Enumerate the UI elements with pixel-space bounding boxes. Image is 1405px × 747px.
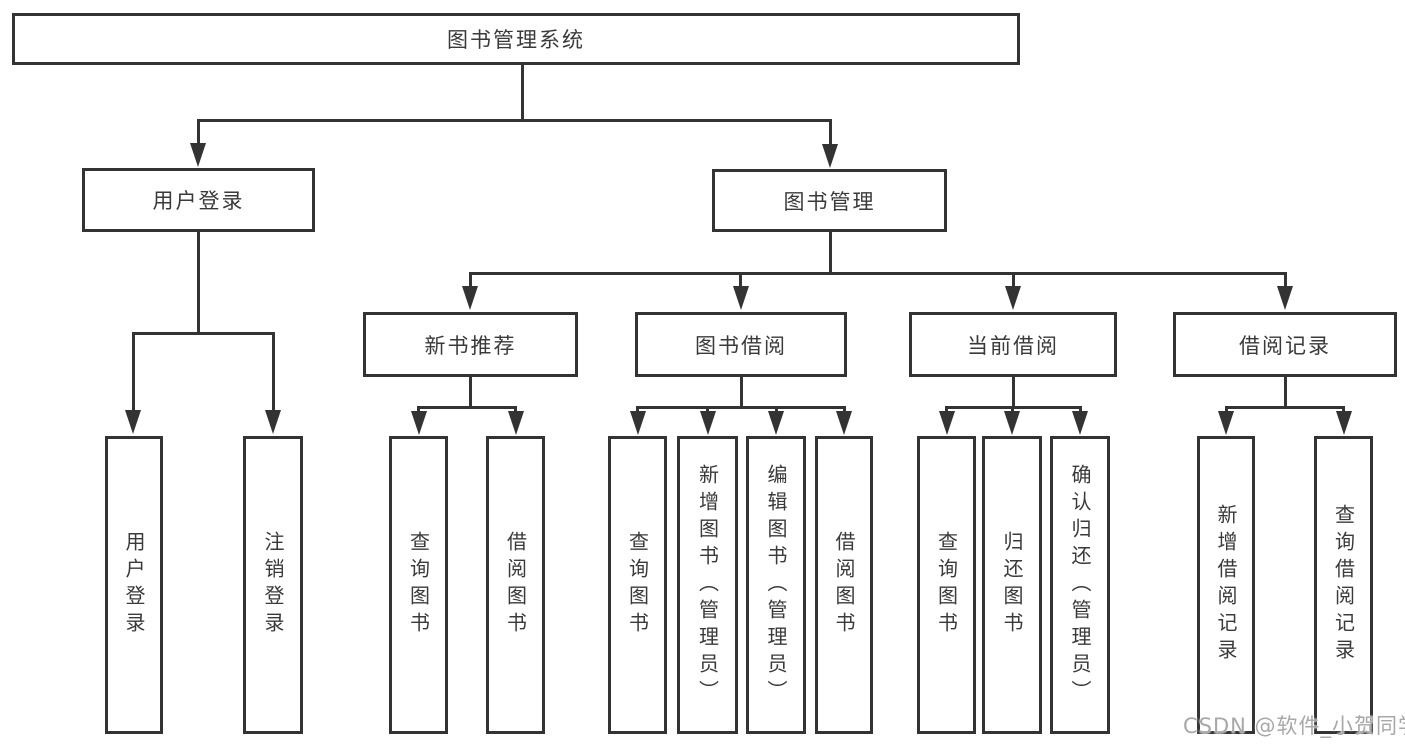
connector-line (196, 118, 832, 122)
connector-line (468, 273, 472, 289)
node-borrowing-records: 借阅记录 (1173, 312, 1397, 377)
connector-line (1011, 377, 1015, 408)
connector-line (945, 405, 1082, 409)
node-book-borrowing: 图书借阅 (635, 312, 847, 377)
arrowhead-down-icon (836, 411, 852, 435)
connector-line (739, 273, 742, 289)
node-root-library-system: 图书管理系统 (12, 13, 1020, 65)
connector-line (1011, 273, 1015, 289)
connector-line (196, 120, 200, 148)
leaf-query-books-borrow: 查询图书 (608, 436, 667, 734)
connector-line (739, 377, 743, 408)
leaf-edit-books-admin: 编辑图书（管理员） (746, 436, 806, 734)
connector-line (131, 333, 135, 413)
arrowhead-down-icon (1072, 411, 1088, 435)
arrowhead-down-icon (507, 411, 524, 435)
leaf-logout: 注销登录 (243, 436, 303, 734)
arrowhead-down-icon (125, 410, 141, 434)
arrowhead-down-icon (768, 411, 784, 435)
arrowhead-down-icon (1335, 411, 1352, 435)
leaf-query-books-recommend: 查询图书 (389, 436, 448, 734)
node-new-book-recommendation: 新书推荐 (363, 312, 578, 377)
node-current-borrowing: 当前借阅 (909, 312, 1117, 377)
node-user-login: 用户登录 (82, 168, 315, 232)
connector-line (1283, 273, 1287, 289)
arrowhead-down-icon (190, 143, 206, 167)
connector-line (468, 271, 1287, 275)
connector-line (520, 65, 524, 120)
leaf-add-books-admin: 新增图书（管理员） (677, 436, 738, 734)
arrowhead-down-icon (1277, 286, 1293, 310)
connector-line (271, 333, 275, 413)
connector-line (636, 405, 846, 409)
arrowhead-down-icon (629, 411, 646, 435)
arrowhead-down-icon (1005, 286, 1021, 310)
leaf-add-borrow-record: 新增借阅记录 (1197, 436, 1255, 734)
arrowhead-down-icon (1004, 411, 1020, 435)
node-book-management: 图书管理 (712, 169, 947, 232)
arrowhead-down-icon (410, 411, 427, 435)
arrowhead-down-icon (1218, 411, 1234, 435)
connector-line (417, 405, 517, 409)
arrowhead-down-icon (699, 411, 716, 435)
csdn-watermark: CSDN @软件_小贺同学 (1183, 714, 1405, 738)
leaf-user-login: 用户登录 (105, 436, 163, 734)
leaf-query-borrow-record: 查询借阅记录 (1314, 436, 1373, 734)
connector-line (468, 377, 472, 408)
connector-line (828, 120, 832, 149)
arrowhead-down-icon (938, 411, 955, 435)
leaf-confirm-return-admin: 确认归还（管理员） (1050, 436, 1110, 734)
leaf-return-books: 归还图书 (982, 436, 1042, 734)
arrowhead-down-icon (822, 144, 838, 168)
arrowhead-down-icon (462, 286, 478, 310)
arrowhead-down-icon (265, 410, 281, 434)
leaf-borrow-books: 借阅图书 (815, 436, 873, 734)
connector-line (131, 331, 275, 335)
connector-line (828, 232, 832, 275)
leaf-borrow-books-recommend: 借阅图书 (486, 436, 545, 734)
arrowhead-down-icon (732, 286, 749, 310)
connector-line (1283, 377, 1287, 408)
leaf-query-books-current: 查询图书 (917, 436, 976, 734)
connector-line (196, 232, 200, 335)
connector-line (1224, 405, 1345, 409)
